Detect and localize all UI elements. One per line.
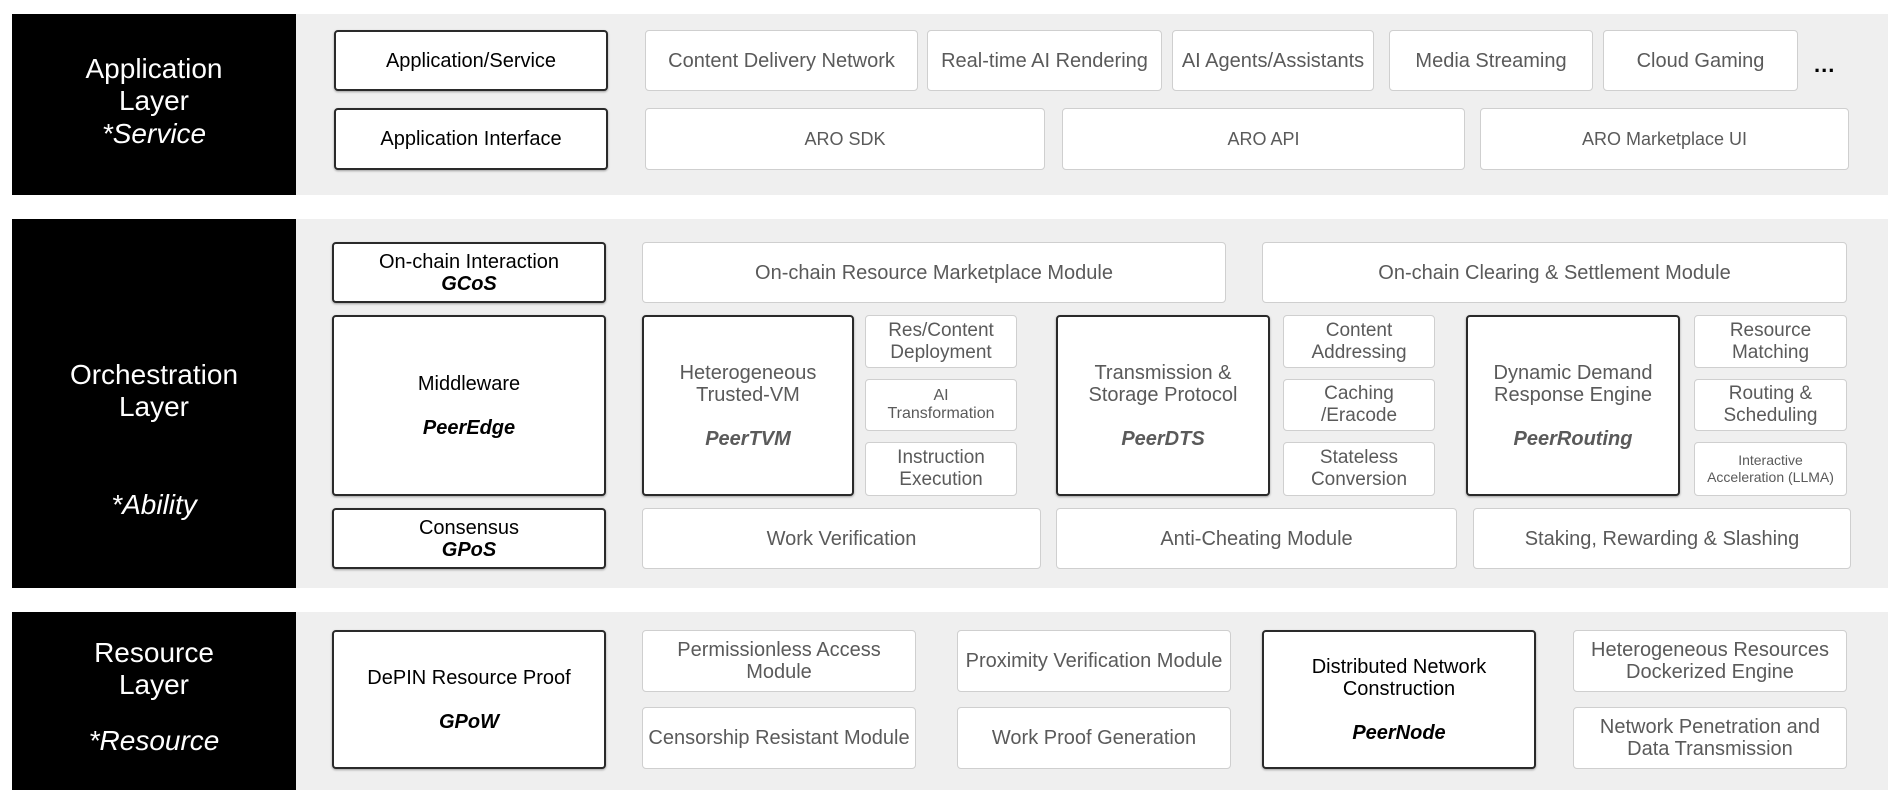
resource-layer-name: Resource Layer [94, 637, 214, 700]
onchain-clearing-settlement-module: On-chain Clearing & Settlement Module [1262, 242, 1847, 303]
peeredge-protocol: PeerEdge [422, 416, 516, 439]
aro-marketplace-ui: ARO Marketplace UI [1480, 108, 1849, 170]
application-interface-category: Application Interface [334, 108, 608, 170]
middleware-category: Middleware PeerEdge [332, 315, 606, 496]
orchestration-layer-tag: *Ability [111, 489, 197, 520]
gcos-protocol: GCoS [441, 272, 497, 295]
network-penetration-data-transmission: Network Penetration and Data Transmissio… [1573, 707, 1847, 769]
anti-cheating-module: Anti-Cheating Module [1056, 508, 1457, 569]
interactive-acceleration-llma: Interactive Acceleration (LLMA) [1694, 442, 1847, 496]
resource-matching: Resource Matching [1694, 315, 1847, 368]
peerdts-protocol: PeerDTS [1121, 427, 1205, 450]
res-content-deployment: Res/Content Deployment [865, 315, 1017, 368]
gpow-protocol: GPoW [439, 710, 499, 733]
heterogeneous-resources-dockerized-engine: Heterogeneous Resources Dockerized Engin… [1573, 630, 1847, 692]
censorship-resistant-module: Censorship Resistant Module [642, 707, 916, 769]
application-service-category: Application/Service [334, 30, 608, 91]
gpos-protocol: GPoS [441, 538, 497, 561]
orchestration-layer-label: Orchestration Layer *Ability [12, 219, 296, 588]
instruction-execution: Instruction Execution [865, 442, 1017, 496]
application-layer-label: Application Layer *Service [12, 14, 296, 195]
staking-rewarding-slashing: Staking, Rewarding & Slashing [1473, 508, 1851, 569]
heterogeneous-trusted-vm: Heterogeneous Trusted-VM PeerTVM [642, 315, 854, 496]
peernode-protocol: PeerNode [1352, 721, 1446, 744]
stateless-conversion: Stateless Conversion [1283, 442, 1435, 496]
aro-api: ARO API [1062, 108, 1465, 170]
orchestration-layer-name: Orchestration Layer [69, 359, 239, 422]
application-layer-name: Application Layer [85, 53, 223, 116]
caching-eracode: Caching /Eracode [1283, 379, 1435, 431]
consensus-category: Consensus GPoS [332, 508, 606, 569]
aro-sdk: ARO SDK [645, 108, 1045, 170]
service-content-delivery-network: Content Delivery Network [645, 30, 918, 91]
service-ai-agents: AI Agents/Assistants [1172, 30, 1374, 91]
service-realtime-ai-rendering: Real-time AI Rendering [927, 30, 1162, 91]
onchain-resource-marketplace-module: On-chain Resource Marketplace Module [642, 242, 1226, 303]
routing-scheduling: Routing & Scheduling [1694, 379, 1847, 431]
more-services-ellipsis: ... [1814, 52, 1836, 77]
application-layer-tag: *Service [101, 118, 207, 149]
service-media-streaming: Media Streaming [1389, 30, 1593, 91]
distributed-network-construction: Distributed Network Construction PeerNod… [1262, 630, 1536, 769]
ai-transformation: AI Transformation [865, 379, 1017, 431]
onchain-interaction-category: On-chain Interaction GCoS [332, 242, 606, 303]
transmission-storage-protocol: Transmission & Storage Protocol PeerDTS [1056, 315, 1270, 496]
peerrouting-protocol: PeerRouting [1513, 427, 1633, 450]
work-proof-generation: Work Proof Generation [957, 707, 1231, 769]
service-cloud-gaming: Cloud Gaming [1603, 30, 1798, 91]
peertvm-protocol: PeerTVM [705, 427, 791, 450]
resource-layer-tag: *Resource [88, 725, 220, 756]
work-verification: Work Verification [642, 508, 1041, 569]
dynamic-demand-response-engine: Dynamic Demand Response Engine PeerRouti… [1466, 315, 1680, 496]
depin-resource-proof: DePIN Resource Proof GPoW [332, 630, 606, 769]
proximity-verification-module: Proximity Verification Module [957, 630, 1231, 692]
content-addressing: Content Addressing [1283, 315, 1435, 368]
resource-layer-label: Resource Layer *Resource [12, 612, 296, 790]
permissionless-access-module: Permissionless Access Module [642, 630, 916, 692]
